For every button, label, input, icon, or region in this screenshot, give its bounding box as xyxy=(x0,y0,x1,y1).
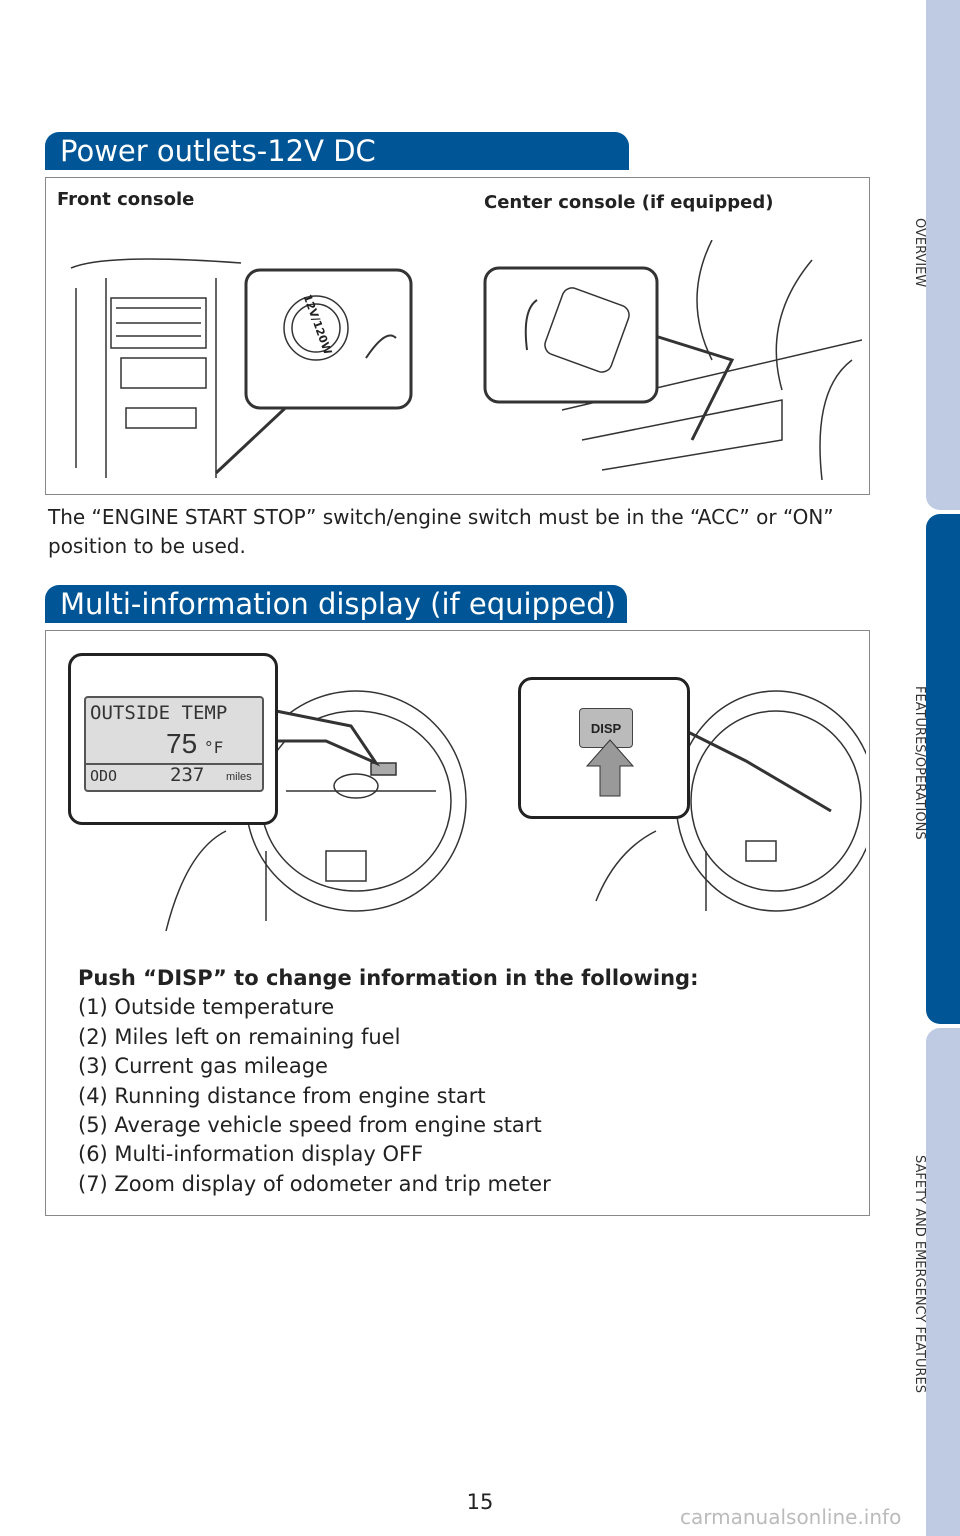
lcd-display: OUTSIDE TEMP 75 °F ODO 237 miles xyxy=(84,696,264,792)
list-item: (2) Miles left on remaining fuel xyxy=(78,1024,401,1049)
display-odo-unit: miles xyxy=(226,771,252,783)
list-item: (3) Current gas mileage xyxy=(78,1054,328,1079)
display-temp: 75 xyxy=(166,728,198,759)
display-callout: OUTSIDE TEMP 75 °F ODO 237 miles xyxy=(68,653,278,825)
tab-overview[interactable] xyxy=(926,0,960,510)
center-console-illustration xyxy=(483,240,862,480)
tab-label-features: FEATURES/OPERATIONS xyxy=(912,686,927,840)
front-console-illustration xyxy=(70,258,413,478)
watermark: carmanualsonline.info xyxy=(680,1505,902,1529)
tab-label-safety: SAFETY AND EMERGENCY FEATURES xyxy=(912,1155,927,1393)
display-odo-label: ODO xyxy=(90,767,118,785)
disp-list: Push “DISP” to change information in the… xyxy=(78,964,698,1199)
power-outlet-note: The “ENGINE START STOP” switch/engine sw… xyxy=(48,505,834,558)
disp-callout: DISP xyxy=(518,677,690,819)
list-item: (1) Outside temperature xyxy=(78,995,335,1020)
section-header-multi-info: Multi-information display (if equipped) xyxy=(45,585,627,623)
disp-heading: Push “DISP” to change information in the… xyxy=(78,966,699,990)
list-item: (7) Zoom display of odometer and trip me… xyxy=(78,1171,551,1196)
list-item: (4) Running distance from engine start xyxy=(78,1083,486,1108)
arrow-up-icon xyxy=(585,739,635,797)
tab-features-operations[interactable] xyxy=(926,514,960,1024)
power-outlets-figure: Front console Center console (if equippe… xyxy=(45,177,870,495)
list-item: (5) Average vehicle speed from engine st… xyxy=(78,1113,542,1138)
multi-info-figure: OUTSIDE TEMP 75 °F ODO 237 miles DISP Pu… xyxy=(45,630,870,1216)
tab-safety[interactable] xyxy=(926,1028,960,1536)
display-odo: 237 xyxy=(170,764,205,786)
page-number: 15 xyxy=(466,1490,494,1514)
display-line1: OUTSIDE TEMP xyxy=(90,702,228,724)
display-temp-unit: °F xyxy=(204,738,224,757)
section-header-power-outlets: Power outlets-12V DC xyxy=(45,132,629,170)
list-item: (6) Multi-information display OFF xyxy=(78,1142,424,1167)
tab-label-overview: OVERVIEW xyxy=(912,218,927,288)
front-console-label: Front console xyxy=(57,189,195,210)
center-console-label: Center console (if equipped) xyxy=(484,192,774,213)
